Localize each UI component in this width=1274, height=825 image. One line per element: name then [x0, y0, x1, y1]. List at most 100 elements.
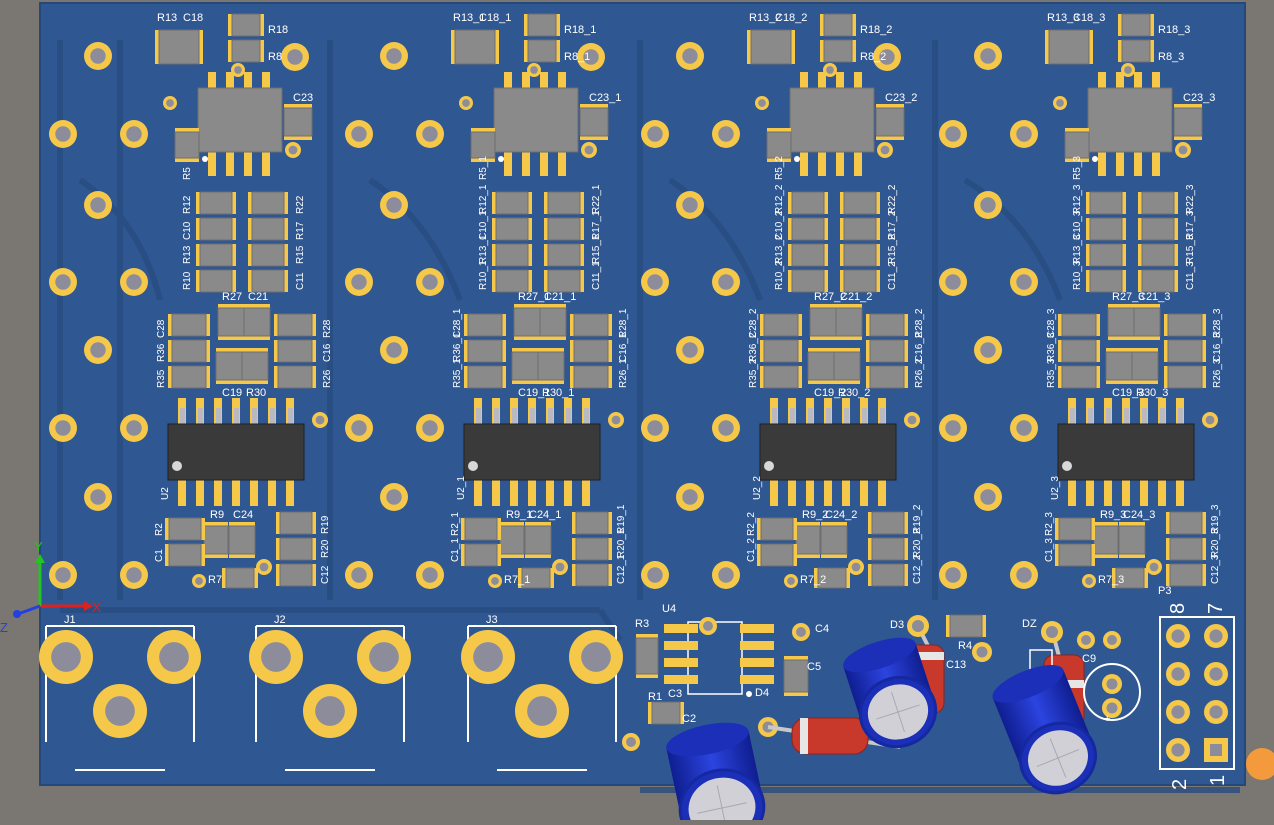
resistor-r18[interactable]: [524, 13, 560, 37]
capacitor-c11[interactable]: [1138, 269, 1178, 293]
resistor-r10[interactable]: [788, 269, 828, 293]
test-pad[interactable]: [84, 336, 112, 364]
resistor-r36[interactable]: [464, 339, 506, 363]
resistor-r30[interactable]: [1131, 348, 1159, 384]
resistor-r36[interactable]: [168, 339, 210, 363]
resistor-r5[interactable]: [1064, 128, 1090, 162]
header-pin[interactable]: [1204, 624, 1228, 648]
resistor-r20[interactable]: [1166, 537, 1206, 561]
capacitor-c28[interactable]: [168, 313, 210, 337]
via-pad[interactable]: [755, 96, 769, 110]
capacitor-c18[interactable]: [747, 29, 795, 65]
capacitor-c12[interactable]: [1166, 563, 1206, 587]
header-pin[interactable]: [1204, 662, 1228, 686]
via-pad[interactable]: [1077, 631, 1095, 649]
capacitor-c16[interactable]: [570, 339, 612, 363]
resistor-r18[interactable]: [228, 13, 264, 37]
resistor-r35[interactable]: [1058, 365, 1100, 389]
test-pad[interactable]: [380, 42, 408, 70]
resistor-r10[interactable]: [1086, 269, 1126, 293]
resistor-r15[interactable]: [1138, 243, 1178, 267]
test-pad[interactable]: [416, 268, 444, 296]
capacitor-c24[interactable]: [228, 522, 256, 558]
electrolytic-c2[interactable]: [663, 716, 771, 825]
electrolytic-c13[interactable]: [988, 657, 1106, 804]
resistor-r8[interactable]: [820, 39, 856, 63]
resistor-r18[interactable]: [1118, 13, 1154, 37]
connector-pin[interactable]: [303, 684, 357, 738]
via-pad[interactable]: [256, 559, 272, 575]
header-pin[interactable]: [1166, 700, 1190, 724]
test-pad[interactable]: [974, 42, 1002, 70]
test-pad[interactable]: [380, 483, 408, 511]
test-pad[interactable]: [281, 43, 309, 71]
resistor-r12[interactable]: [492, 191, 532, 215]
resistor-r13b[interactable]: [788, 243, 828, 267]
test-pad[interactable]: [120, 268, 148, 296]
resistor-r4[interactable]: [946, 614, 986, 638]
resistor-r13b[interactable]: [196, 243, 236, 267]
ic-u1[interactable]: [789, 72, 875, 176]
ic-u1[interactable]: [1087, 72, 1173, 176]
via-pad[interactable]: [581, 142, 597, 158]
test-pad[interactable]: [49, 120, 77, 148]
resistor-c10[interactable]: [196, 217, 236, 241]
resistor-r22[interactable]: [1138, 191, 1178, 215]
capacitor-c12[interactable]: [276, 563, 316, 587]
resistor-r27[interactable]: [513, 304, 541, 340]
test-pad[interactable]: [641, 120, 669, 148]
header-pin[interactable]: [1166, 738, 1190, 762]
resistor-r8[interactable]: [524, 39, 560, 63]
resistor-r2[interactable]: [757, 517, 797, 541]
test-pad[interactable]: [974, 483, 1002, 511]
test-pad[interactable]: [676, 336, 704, 364]
resistor-r26[interactable]: [866, 365, 908, 389]
resistor-r20[interactable]: [868, 537, 908, 561]
resistor-r12[interactable]: [1086, 191, 1126, 215]
ic-u2[interactable]: [1057, 398, 1195, 506]
resistor-r15[interactable]: [248, 243, 288, 267]
capacitor-c1[interactable]: [165, 543, 205, 567]
capacitor-c28[interactable]: [1058, 313, 1100, 337]
via-pad[interactable]: [527, 63, 541, 77]
via-pad[interactable]: [192, 574, 206, 588]
test-pad[interactable]: [1010, 268, 1038, 296]
ic-u2[interactable]: [463, 398, 601, 506]
resistor-r22[interactable]: [840, 191, 880, 215]
ic-u1[interactable]: [197, 72, 283, 176]
via-pad[interactable]: [907, 615, 929, 637]
resistor-r7[interactable]: [222, 567, 258, 589]
resistor-r27[interactable]: [809, 304, 837, 340]
via-pad[interactable]: [848, 559, 864, 575]
resistor-r17[interactable]: [1138, 217, 1178, 241]
via-pad[interactable]: [231, 63, 245, 77]
via-pad[interactable]: [877, 142, 893, 158]
test-pad[interactable]: [676, 191, 704, 219]
resistor-r8[interactable]: [1118, 39, 1154, 63]
connector-pin[interactable]: [249, 630, 303, 684]
capacitor-c1[interactable]: [461, 543, 501, 567]
resistor-r22[interactable]: [248, 191, 288, 215]
resistor-r7[interactable]: [518, 567, 554, 589]
test-pad[interactable]: [641, 414, 669, 442]
test-pad[interactable]: [676, 483, 704, 511]
resistor-c10[interactable]: [1086, 217, 1126, 241]
capacitor-c21[interactable]: [1133, 304, 1161, 340]
header-pin[interactable]: [1166, 662, 1190, 686]
resistor-r7[interactable]: [1112, 567, 1148, 589]
connector-j2[interactable]: J2: [249, 614, 411, 771]
via-pad[interactable]: [1103, 631, 1121, 649]
resistor-r26[interactable]: [274, 365, 316, 389]
test-pad[interactable]: [380, 191, 408, 219]
capacitor-c23[interactable]: [283, 104, 313, 140]
capacitor-c24[interactable]: [1118, 522, 1146, 558]
resistor-r7[interactable]: [814, 567, 850, 589]
resistor-r20[interactable]: [276, 537, 316, 561]
via-pad[interactable]: [1041, 621, 1063, 643]
test-pad[interactable]: [974, 336, 1002, 364]
capacitor-c19[interactable]: [215, 348, 243, 384]
resistor-r12[interactable]: [196, 191, 236, 215]
ic-u1[interactable]: [493, 72, 579, 176]
test-pad[interactable]: [1010, 561, 1038, 589]
